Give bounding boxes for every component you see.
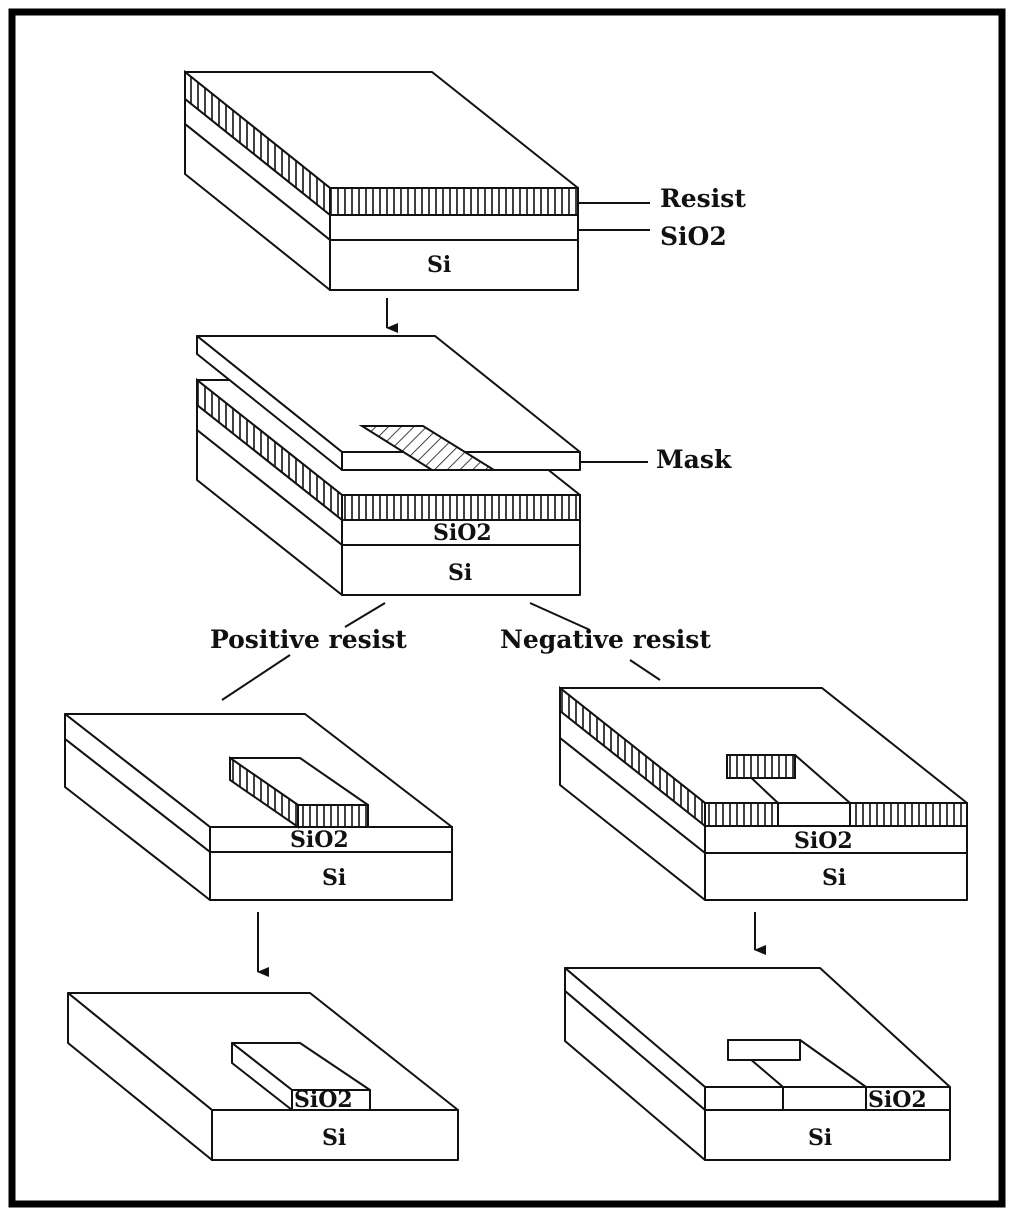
si-label-step4-left: Si (322, 1125, 346, 1151)
negative-resist-label: Negative resist (500, 625, 711, 654)
photomask (196, 335, 581, 471)
positive-resist-developed: SiO2 Si (64, 713, 453, 901)
sio2-label-step4-right: SiO2 (868, 1087, 927, 1113)
si-label-step3-left: Si (322, 865, 346, 891)
si-label-step2: Si (448, 560, 472, 586)
si-label-step4-right: Si (808, 1125, 832, 1151)
negative-resist-developed: SiO2 Si (559, 685, 968, 901)
si-label-step3-right: Si (822, 865, 846, 891)
sio2-label-step4-left: SiO2 (294, 1087, 353, 1113)
diagram-frame (8, 8, 1006, 1208)
sio2-label-step2: SiO2 (433, 520, 492, 546)
si-label-step1: Si (427, 252, 451, 278)
sio2-label-step3-right: SiO2 (794, 828, 853, 854)
positive-result: SiO2 Si (67, 992, 459, 1161)
wafer-with-resist: Si (184, 69, 579, 291)
positive-resist-label: Positive resist (210, 625, 407, 654)
sio2-label-step3-left: SiO2 (290, 827, 349, 853)
mask-label: Mask (656, 445, 732, 474)
negative-result: SiO2 Si (564, 967, 951, 1161)
resist-label: Resist (660, 184, 746, 213)
sio2-label-top: SiO2 (660, 222, 727, 251)
